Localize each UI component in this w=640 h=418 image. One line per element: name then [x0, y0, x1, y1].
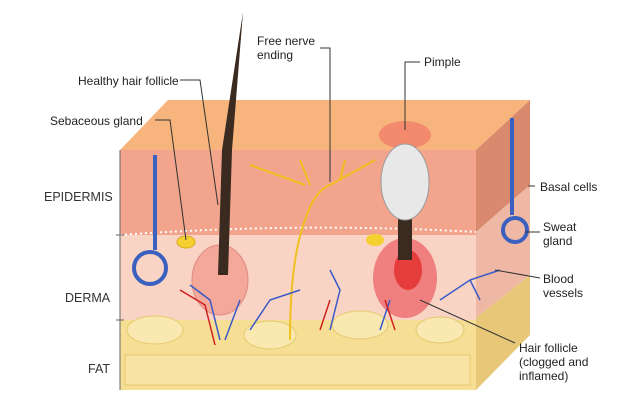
fat-cell — [243, 320, 297, 350]
clogged-pore — [398, 210, 412, 260]
sweat-gland-coil — [132, 250, 168, 286]
leader-sebaceous — [155, 119, 187, 241]
leader-nerve — [320, 47, 331, 182]
sebaceous-gland-2 — [366, 234, 384, 246]
leader-clogged — [419, 299, 516, 344]
pimple-pus — [380, 143, 430, 221]
fat-cell — [126, 315, 184, 345]
label-healthy-hair-follicle: Healthy hair follicle — [78, 74, 179, 88]
pimple-glow — [379, 121, 431, 149]
layer-label-epidermis: EPIDERMIS — [44, 190, 113, 204]
label-line: Free nerve — [257, 34, 316, 48]
label-line: Blood — [543, 272, 574, 286]
layer-bracket — [116, 150, 124, 390]
leader-healthy — [180, 79, 219, 206]
fat-cells-row — [124, 354, 471, 386]
label-line: vessels — [543, 286, 584, 300]
fat-cell — [331, 310, 389, 340]
arteries — [179, 289, 396, 346]
skin-surface — [120, 100, 530, 150]
fat-cell — [415, 316, 465, 344]
label-line: Sweat — [543, 220, 577, 234]
leader-pimple — [404, 61, 420, 130]
label-line: gland — [543, 234, 573, 248]
blood-vessels — [189, 269, 501, 341]
label-line: inflamed) — [519, 369, 569, 383]
hair-shaft — [218, 12, 243, 275]
side-epidermis — [476, 100, 530, 232]
label-line: Hair follicle — [519, 341, 578, 355]
sweat-gland-coil-right — [501, 216, 529, 244]
layer-label-derma: DERMA — [65, 291, 111, 305]
label-pimple: Pimple — [424, 55, 461, 69]
label-line: ending — [257, 48, 294, 62]
label-line: (clogged and — [519, 355, 589, 369]
leader-blood — [494, 269, 541, 279]
label-sebaceous-gland: Sebaceous gland — [50, 114, 143, 128]
layer-label-fat: FAT — [88, 362, 110, 376]
free-nerve-ending — [249, 159, 376, 341]
label-basal-cells: Basal cells — [540, 180, 598, 194]
side-fat — [476, 275, 530, 390]
sebaceous-gland — [176, 235, 196, 249]
